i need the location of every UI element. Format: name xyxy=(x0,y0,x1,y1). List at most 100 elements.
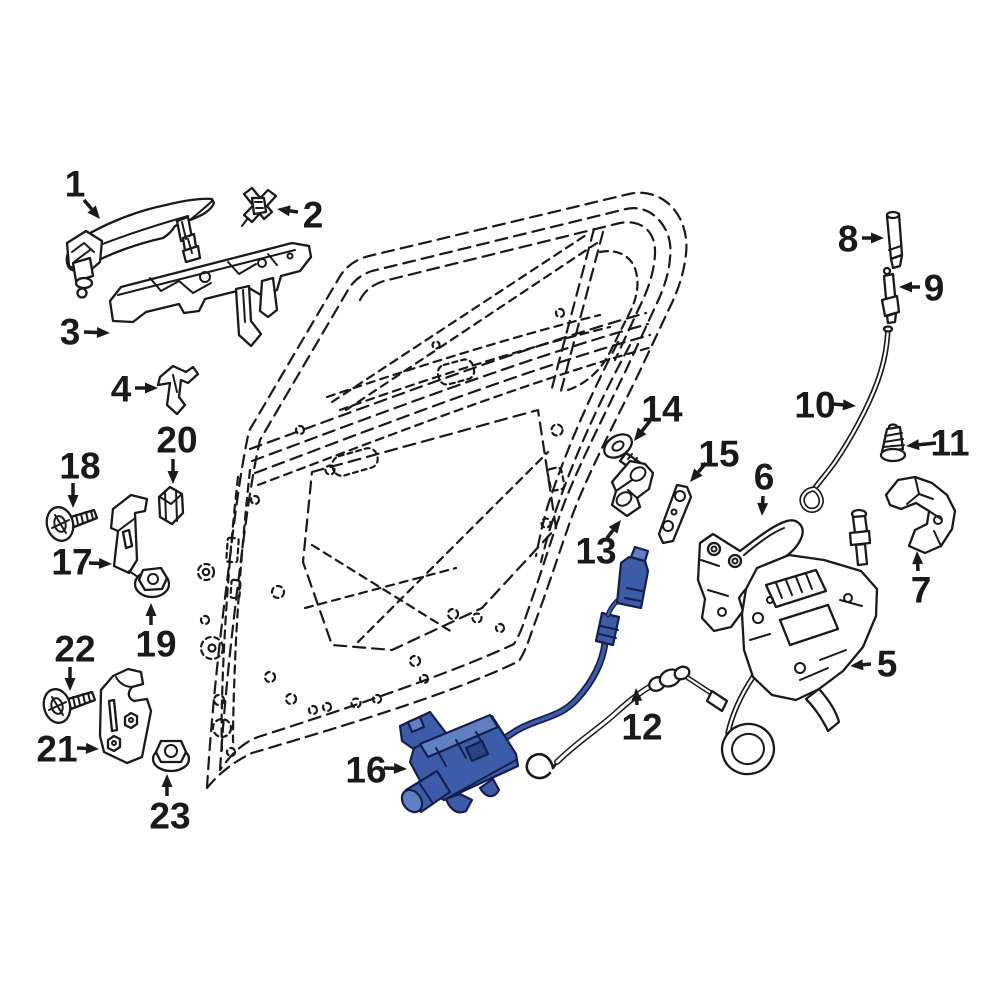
part-handle-carrier xyxy=(108,241,313,348)
panel-aperture xyxy=(301,408,558,652)
callout-arrow-head xyxy=(87,205,100,219)
part-shim-plate xyxy=(657,483,693,545)
callout-6-check-bracket: 6 xyxy=(754,456,774,516)
callout-19-upper-flange-nut: 19 xyxy=(135,603,177,664)
callout-arrow-head xyxy=(67,495,79,508)
callout-number: 19 xyxy=(135,623,176,664)
callout-number: 13 xyxy=(575,530,616,571)
callout-arrow-head xyxy=(393,762,407,774)
door-outer-outline xyxy=(205,191,688,790)
part-door-lock xyxy=(720,508,879,776)
callout-16-lock-actuator: 16 xyxy=(345,749,407,790)
callout-arrow-line xyxy=(832,402,844,407)
shut-face-hole-1 xyxy=(550,423,564,437)
callout-number: 11 xyxy=(930,422,969,463)
part-check-bracket xyxy=(696,519,804,633)
pillar-line-1 xyxy=(220,475,240,754)
callout-20-hex-nut: 20 xyxy=(156,419,198,484)
callout-12-release-cable: 12 xyxy=(621,688,663,747)
callout-arrow-head xyxy=(145,603,157,616)
part-lock-bracket xyxy=(884,475,957,555)
callout-number: 4 xyxy=(111,368,132,409)
glass-edge-2 xyxy=(338,325,612,412)
callout-arrow-line xyxy=(697,461,708,474)
callout-arrow-head xyxy=(96,327,110,338)
callout-number: 2 xyxy=(303,194,324,235)
callout-number: 10 xyxy=(794,384,835,425)
shut-face-hole-2 xyxy=(540,517,552,529)
callout-arrow-line xyxy=(605,529,615,540)
callout-arrow-line xyxy=(83,330,98,335)
callout-arrow-line xyxy=(640,419,652,432)
window-divider-b xyxy=(559,230,605,393)
callout-arrow-head xyxy=(277,205,291,217)
callout-14-striker-bolt: 14 xyxy=(634,388,683,441)
part-lower-guide-bracket xyxy=(98,667,153,765)
regulator-rail-1 xyxy=(310,543,454,634)
callout-1-door-handle: 1 xyxy=(65,163,100,219)
callout-number: 18 xyxy=(59,445,100,486)
actuator-cable xyxy=(499,639,609,744)
callout-arrow-line xyxy=(918,441,937,447)
callout-number: 3 xyxy=(60,311,81,352)
callout-number: 1 xyxy=(65,163,86,204)
callout-11-stud: 11 xyxy=(906,422,970,463)
callout-9-pin: 9 xyxy=(899,267,944,308)
callout-arrow-head xyxy=(631,688,643,702)
callout-arrow-head xyxy=(690,468,703,482)
callout-arrow-head xyxy=(871,232,884,244)
belt-line-3 xyxy=(253,333,652,475)
hinge-cutout-2 xyxy=(229,578,242,600)
callout-arrow-head xyxy=(167,471,179,484)
part-lower-flange-nut xyxy=(151,739,191,773)
door-shell xyxy=(196,191,688,790)
callout-number: 22 xyxy=(54,628,95,669)
callout-arrow-head xyxy=(757,502,769,516)
callout-arrow-head xyxy=(899,281,912,293)
shut-face-line-2 xyxy=(534,340,620,558)
cable-hook xyxy=(525,752,562,780)
callout-arrow-head xyxy=(912,551,924,565)
window-brace-2 xyxy=(344,241,599,412)
shut-face-cutout xyxy=(546,466,566,492)
callout-7-lock-bracket: 7 xyxy=(911,551,932,610)
part-lock-rod xyxy=(799,325,894,513)
part-hex-nut xyxy=(157,485,185,526)
door-inner-outline xyxy=(218,207,672,772)
callout-23-lower-flange-nut: 23 xyxy=(149,774,191,836)
callout-17-upper-guide-bracket: 17 xyxy=(51,541,112,582)
callout-arrow-head xyxy=(634,427,647,441)
callout-22-lower-screw: 22 xyxy=(54,628,96,691)
callout-number: 7 xyxy=(911,569,932,610)
callout-3-handle-carrier: 3 xyxy=(60,311,110,352)
callout-number: 21 xyxy=(36,728,77,769)
callout-10-lock-rod: 10 xyxy=(794,384,856,425)
part-pin xyxy=(880,266,901,325)
part-handle-clip xyxy=(241,186,278,227)
window-brace-1 xyxy=(330,233,588,404)
part-upper-screw xyxy=(45,506,99,542)
callout-arrow-head xyxy=(85,742,99,754)
callout-2-handle-clip: 2 xyxy=(277,194,323,235)
glass-edge-1 xyxy=(325,313,602,399)
callout-arrow-head xyxy=(64,678,76,691)
callout-arrow-head xyxy=(906,439,920,451)
callout-21-lower-guide-bracket: 21 xyxy=(36,728,99,769)
part-lower-screw xyxy=(42,688,97,724)
vent-frame-line xyxy=(566,250,639,392)
window-frame-line xyxy=(358,221,657,362)
callout-arrow-line xyxy=(862,662,872,667)
callout-number: 20 xyxy=(156,419,197,460)
callout-arrow-head xyxy=(98,557,112,569)
part-guide-pin xyxy=(885,210,904,270)
part-door-handle xyxy=(65,197,216,299)
callout-13-striker: 13 xyxy=(575,520,621,571)
callout-arrow-head xyxy=(608,520,621,534)
part-upper-guide-bracket xyxy=(109,493,149,578)
belt-slot xyxy=(331,447,379,477)
callout-arrow-head xyxy=(161,774,173,787)
part-striker xyxy=(610,459,655,518)
